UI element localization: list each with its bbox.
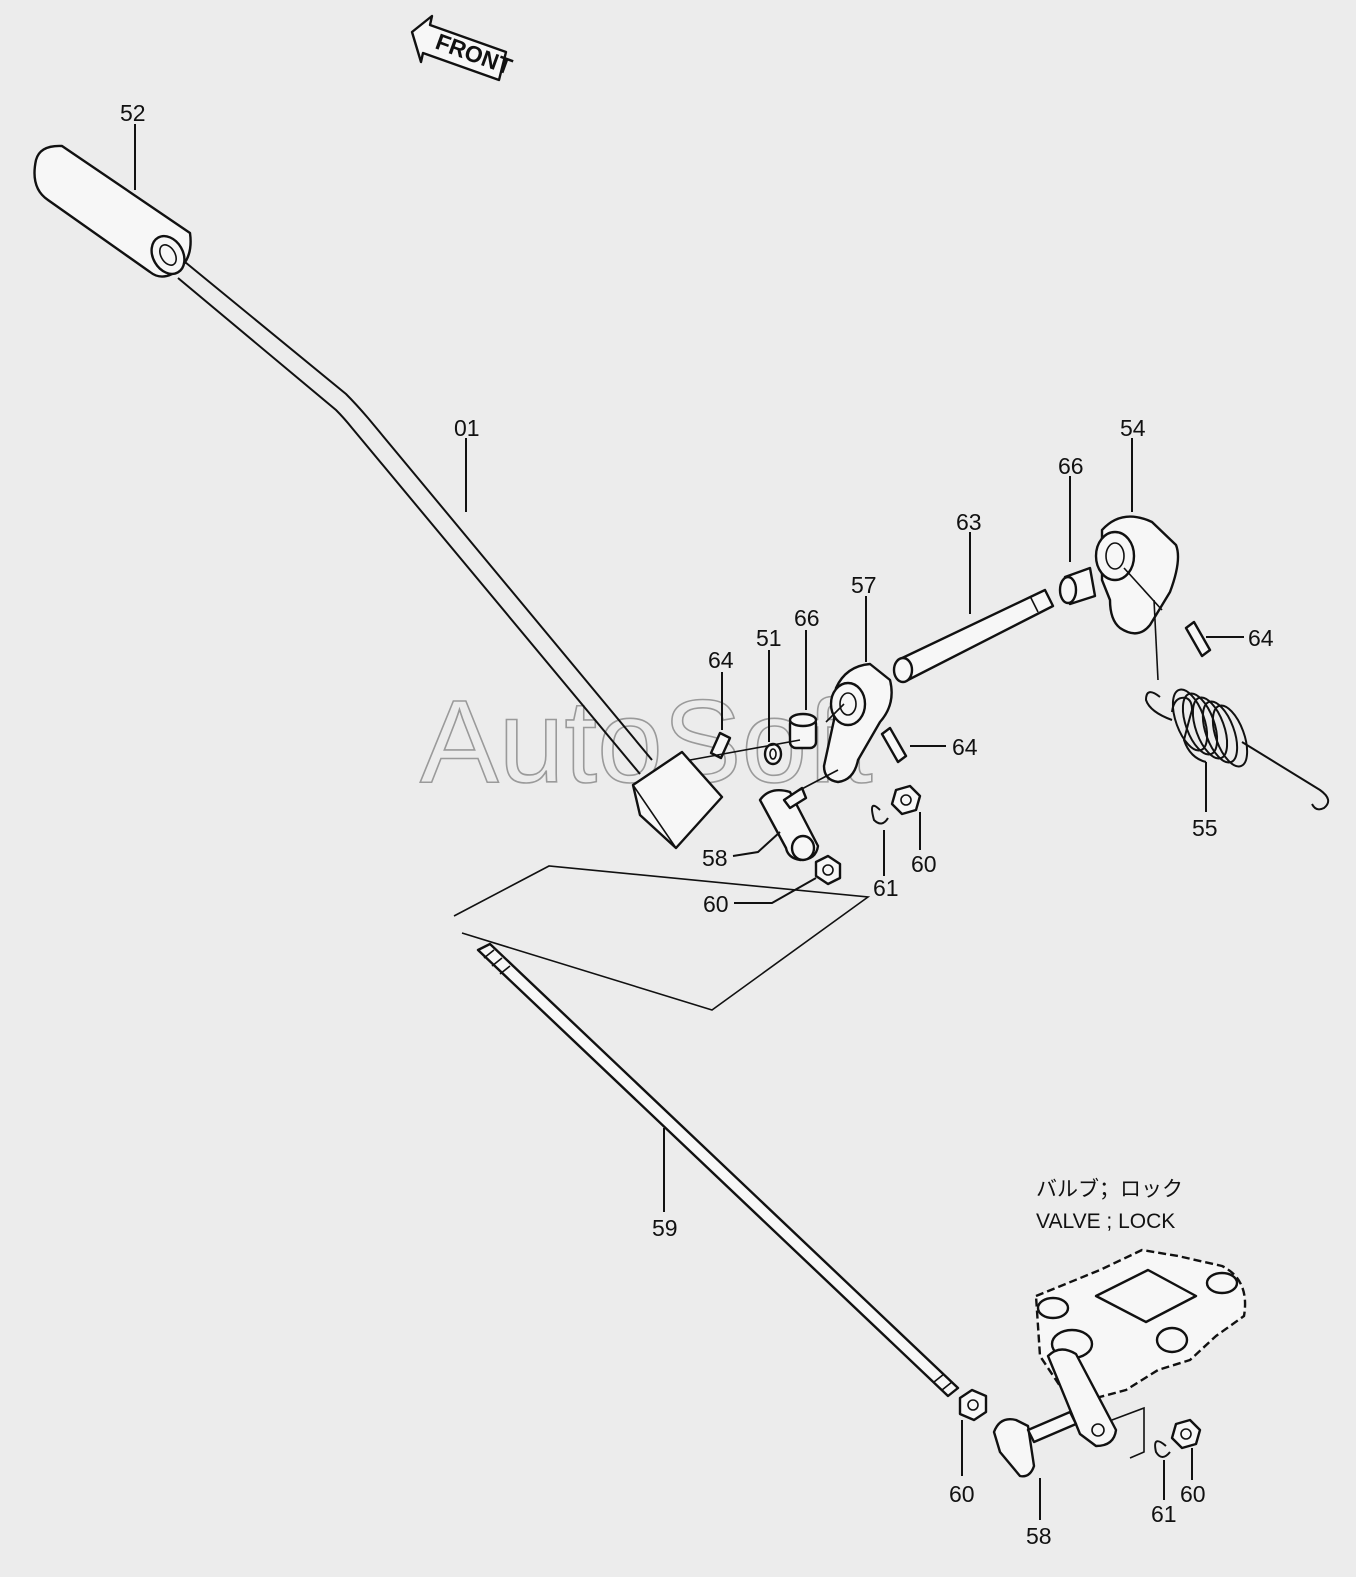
callout-01: 01 [454, 415, 480, 441]
pin-64-right [1184, 620, 1212, 658]
pin-64-middle [880, 726, 908, 764]
lock-washer-61-lower [1154, 1440, 1171, 1458]
callouts: 52 01 54 66 63 57 66 51 64 64 64 55 58 6… [120, 100, 1274, 1549]
callout-58-lower: 58 [1026, 1523, 1052, 1549]
washer-51 [763, 742, 783, 766]
spring-55 [1144, 688, 1330, 811]
nut-60-upper-right [890, 784, 922, 816]
callout-61-lower: 61 [1151, 1501, 1177, 1527]
nut-60-lower-left [958, 1388, 988, 1422]
callout-64-middle: 64 [952, 734, 978, 760]
callout-60-lower-right: 60 [1180, 1481, 1206, 1507]
callout-64-right: 64 [1248, 625, 1274, 651]
arm-54 [1094, 515, 1180, 635]
callout-61-upper: 61 [873, 875, 899, 901]
callout-55: 55 [1192, 815, 1218, 841]
callout-51: 51 [756, 625, 782, 651]
callout-57: 57 [851, 572, 877, 598]
callout-63: 63 [956, 509, 982, 535]
callout-64-left: 64 [708, 647, 734, 673]
grip-52 [33, 144, 192, 278]
nut-60-upper-left [814, 854, 842, 886]
pin-64-left [709, 731, 732, 760]
nut-60-lower-right [1170, 1418, 1202, 1450]
valve-note-jp: バルブ；ロック [1036, 1178, 1183, 1201]
bushing-66-upper [1058, 566, 1097, 606]
ball-joint-58-upper [758, 786, 820, 862]
lever-57 [822, 662, 893, 784]
callout-66-lower: 66 [794, 605, 820, 631]
valve-note-en: VALVE ; LOCK [1036, 1210, 1175, 1233]
front-arrow: FRONT [410, 14, 516, 82]
shaft-63 [892, 588, 1055, 684]
valve-lock [1034, 1248, 1247, 1448]
valve-phantom-line [1111, 1406, 1145, 1459]
rod-59 [476, 942, 960, 1398]
leader-lines [134, 124, 1244, 1520]
callout-59: 59 [652, 1215, 678, 1241]
callout-54: 54 [1120, 415, 1146, 441]
callout-60-lower-left: 60 [949, 1481, 975, 1507]
ball-joint-58-lower [992, 1410, 1078, 1478]
lock-washer-61-upper [871, 804, 889, 825]
callout-66-upper: 66 [1058, 453, 1084, 479]
callout-58-upper: 58 [702, 845, 728, 871]
callout-52: 52 [120, 100, 146, 126]
bushing-66-lower [788, 712, 818, 750]
connection-lines [453, 567, 1163, 1011]
lever-rod-01 [177, 261, 724, 850]
callout-60-upper-left: 60 [703, 891, 729, 917]
callout-60-upper-right: 60 [911, 851, 937, 877]
